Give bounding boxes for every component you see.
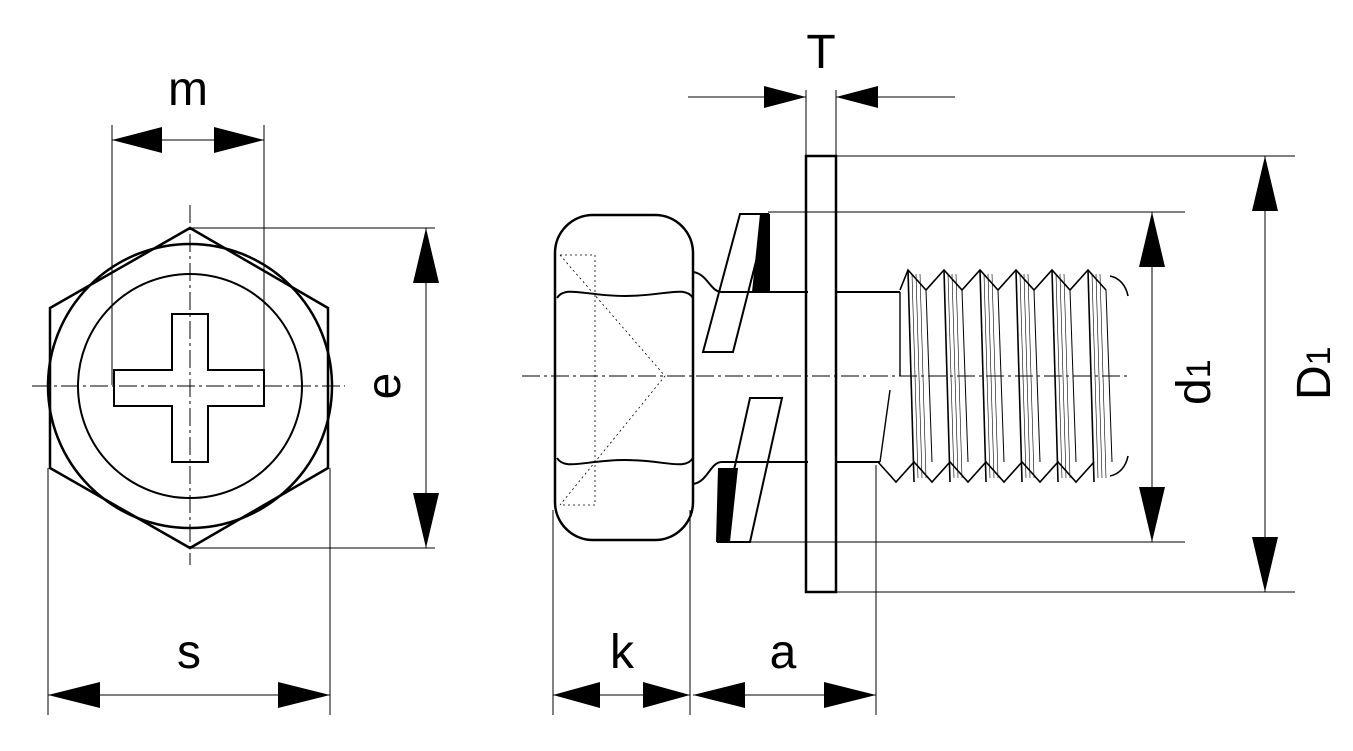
shank [692,271,900,485]
threaded-shaft [877,268,1129,484]
label-m: m [168,63,208,116]
dimension-e: e [190,227,439,549]
dimension-d1: d1 [750,211,1221,543]
flat-washer [804,154,838,594]
label-k: k [610,626,635,679]
dimension-k: k [552,510,691,715]
label-d1: d1 [1168,359,1221,405]
dimension-m: m [111,63,265,385]
label-D1: D1 [1288,346,1341,400]
head-upper-flat [556,290,694,299]
label-e: e [358,373,411,400]
dimension-s: s [47,468,331,715]
hex-head-top-view [32,205,345,565]
hex-head-side-view [553,213,695,542]
hexagon-outline [48,226,330,550]
label-T: T [806,26,835,79]
dimension-D1: D1 [836,155,1341,593]
head-outline [553,213,695,542]
head-lower-flat [556,457,694,466]
spring-lock-washer [701,213,784,543]
dimension-T: T [688,26,955,156]
hidden-recess [560,254,596,506]
label-a: a [770,626,797,679]
cross-recess [113,313,265,463]
dimension-a: a [693,465,877,715]
label-s: s [177,626,201,679]
